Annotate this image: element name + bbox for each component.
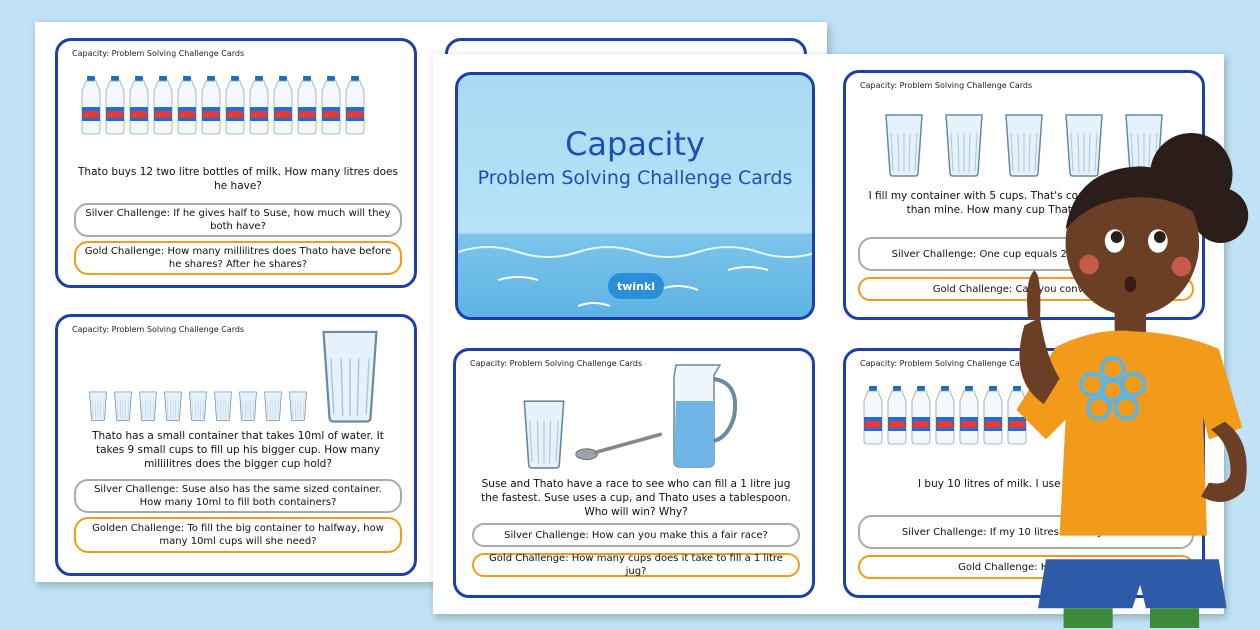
gold-challenge: Golden Challenge: To fill the big contai… xyxy=(74,517,402,553)
small-cup-icon xyxy=(238,391,258,421)
cup-icon xyxy=(944,113,984,177)
challenge-card-race: Capacity: Problem Solving Challenge Card… xyxy=(453,348,815,598)
milk-bottle-icon xyxy=(104,75,126,135)
spoon-icon xyxy=(575,432,663,461)
title-card-heading: Capacity xyxy=(565,125,705,163)
milk-bottle-icon xyxy=(152,75,174,135)
card-header: Capacity: Problem Solving Challenge Card… xyxy=(72,49,245,58)
milk-bottle-icon xyxy=(224,75,246,135)
waves-decoration xyxy=(458,246,812,307)
milk-bottle-row xyxy=(80,75,368,135)
milk-bottle-icon xyxy=(958,385,980,445)
small-cup-icon xyxy=(138,391,158,421)
milk-bottle-icon xyxy=(296,75,318,135)
milk-bottle-icon xyxy=(80,75,102,135)
challenge-card-milk-bottles: Capacity: Problem Solving Challenge Card… xyxy=(55,38,417,288)
challenge-card-small-cups: Capacity: Problem Solving Challenge Card… xyxy=(55,314,417,576)
twinkl-logo-text: twinkl xyxy=(616,279,656,293)
milk-bottle-icon xyxy=(344,75,366,135)
title-card-subheading: Problem Solving Challenge Cards xyxy=(477,167,793,189)
milk-bottle-icon xyxy=(272,75,294,135)
small-cup-row xyxy=(88,391,313,421)
twinkl-logo: twinkl xyxy=(608,273,664,299)
question-text: Thato buys 12 two litre bottles of milk.… xyxy=(78,166,398,192)
jug-icon xyxy=(673,364,737,468)
small-cup-icon xyxy=(88,391,108,421)
silver-challenge: Silver Challenge: Suse also has the same… xyxy=(74,479,402,513)
small-cup-icon xyxy=(188,391,208,421)
small-cup-icon xyxy=(163,391,183,421)
question-text: Suse and Thato have a race to see who ca… xyxy=(481,478,791,518)
silver-challenge: Silver Challenge: How can you make this … xyxy=(472,523,800,547)
small-cup-icon xyxy=(263,391,283,421)
gold-challenge: Gold Challenge: How many millilitres doe… xyxy=(74,241,402,275)
milk-bottle-icon xyxy=(128,75,150,135)
milk-bottle-icon xyxy=(176,75,198,135)
card-header: Capacity: Problem Solving Challenge Card… xyxy=(860,359,1033,368)
card-header: Capacity: Problem Solving Challenge Card… xyxy=(860,81,1033,90)
gold-challenge: Gold Challenge: How many cups does it ta… xyxy=(472,553,800,577)
small-cup-icon xyxy=(113,391,133,421)
card-header: Capacity: Problem Solving Challenge Card… xyxy=(72,325,245,334)
title-card: Capacity Problem Solving Challenge Cards… xyxy=(455,72,815,320)
milk-bottle-icon xyxy=(200,75,222,135)
thinking-girl-illustration xyxy=(1016,132,1249,628)
milk-bottle-icon xyxy=(886,385,908,445)
small-cup-icon xyxy=(213,391,233,421)
milk-bottle-icon xyxy=(910,385,932,445)
milk-bottle-icon xyxy=(934,385,956,445)
small-cup-icon xyxy=(288,391,308,421)
milk-bottle-icon xyxy=(862,385,884,445)
card-header: Capacity: Problem Solving Challenge Card… xyxy=(470,359,643,368)
question-text: Thato has a small container that takes 1… xyxy=(92,430,384,470)
milk-bottle-icon xyxy=(320,75,342,135)
cup-icon xyxy=(522,399,566,469)
big-cup-icon xyxy=(320,329,380,423)
cup-icon xyxy=(884,113,924,177)
milk-bottle-icon xyxy=(248,75,270,135)
silver-challenge: Silver Challenge: If he gives half to Su… xyxy=(74,203,402,237)
